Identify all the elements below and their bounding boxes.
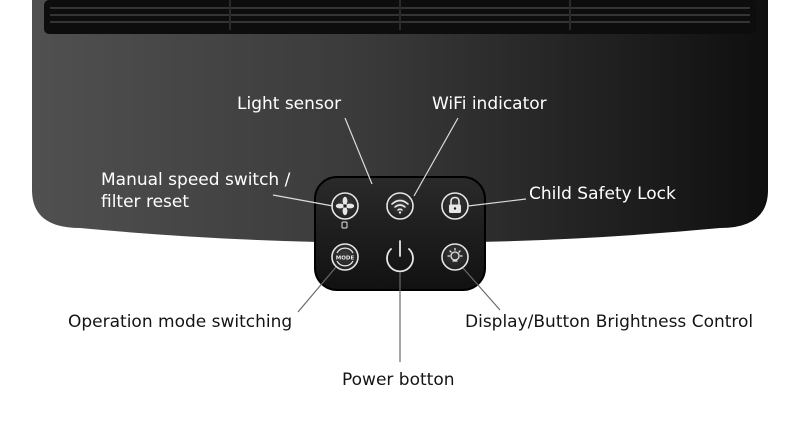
vent-dividers (229, 0, 571, 30)
leader-wifi (413, 117, 459, 197)
leader-manual-speed (272, 194, 334, 207)
brightness-button[interactable] (441, 243, 469, 271)
operation-mode-label: Operation mode switching (68, 312, 293, 332)
child-lock-button[interactable] (441, 192, 469, 220)
fan-icon (335, 196, 355, 216)
wifi-indicator-label: WiFi indicator (432, 94, 547, 114)
wifi-button[interactable] (386, 192, 414, 220)
mode-icon: MODE (336, 247, 355, 267)
fan-button[interactable] (331, 192, 359, 229)
bulb-icon (447, 247, 463, 262)
device-body (32, 0, 768, 243)
manual-speed-label-line1: Manual speed switch / (101, 170, 291, 190)
display-brightness-label: Display/Button Brightness Control (465, 312, 754, 332)
child-safety-lock-label: Child Safety Lock (529, 184, 676, 204)
leader-lines (272, 117, 527, 362)
leader-brightness (462, 267, 501, 311)
wifi-icon (391, 199, 409, 211)
power-button[interactable] (386, 240, 414, 273)
leader-operation-mode (297, 266, 337, 313)
power-button-label: Power botton (342, 370, 455, 390)
power-icon (386, 248, 414, 273)
leader-child-lock (467, 198, 527, 207)
lock-icon (449, 196, 461, 213)
leader-light-sensor (344, 117, 373, 185)
manual-speed-label-line2: filter reset (101, 192, 190, 212)
mode-glyph: MODE (336, 256, 355, 262)
filter-indicator (341, 221, 348, 229)
mode-button[interactable]: MODE (331, 243, 359, 271)
light-sensor-label: Light sensor (237, 94, 342, 114)
